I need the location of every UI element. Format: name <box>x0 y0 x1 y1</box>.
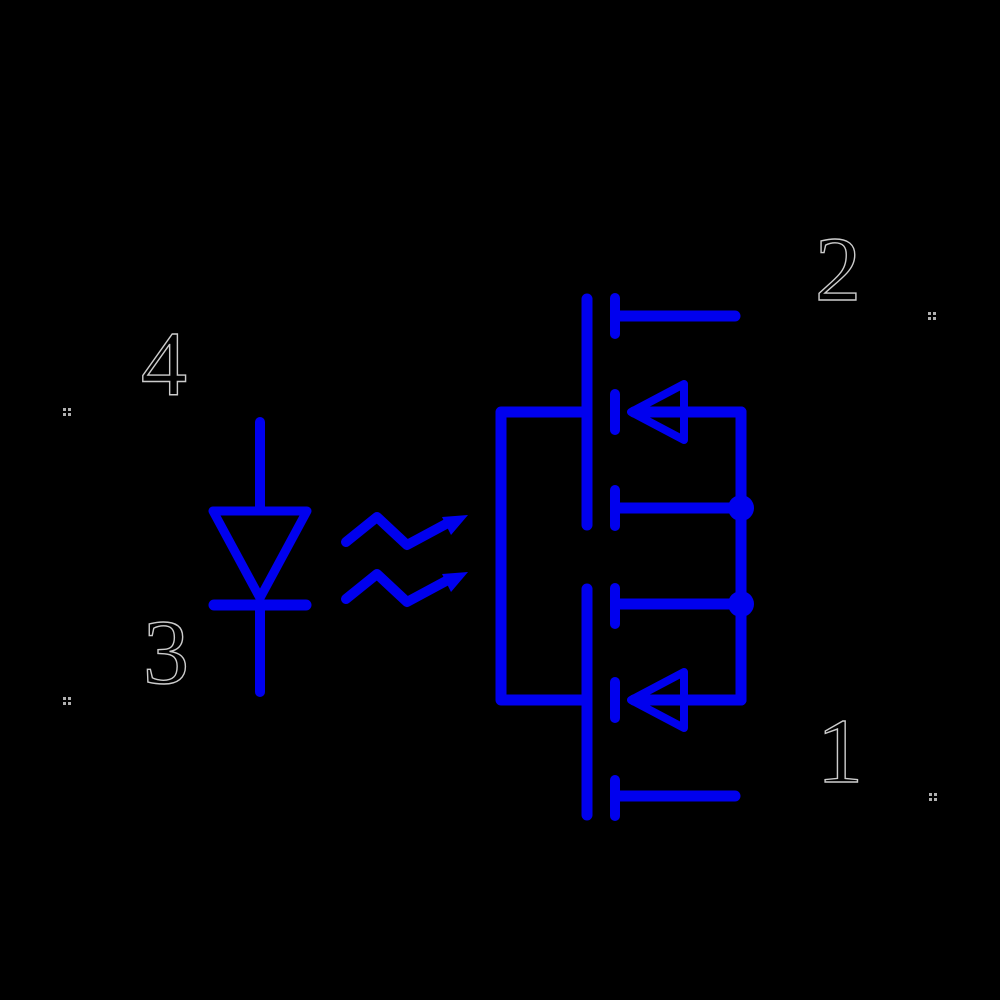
light-arrow-top-head <box>442 515 468 535</box>
common-source-bus <box>728 406 754 706</box>
fiducial-mark-left-top <box>63 408 71 416</box>
light-arrow-bottom-icon <box>341 569 468 607</box>
led-triangle-icon <box>208 506 312 603</box>
light-arrow-bottom-zigzag <box>341 569 451 607</box>
mosfet-top-body-arrow-icon <box>627 380 688 444</box>
fiducial-marks <box>63 312 937 801</box>
optical-coupling-arrows <box>341 512 468 607</box>
gate-coupling-bracket <box>495 406 589 706</box>
pin-labels: 4 3 2 1 <box>140 217 863 802</box>
mosfet-top <box>581 293 747 531</box>
pin-label-1: 1 <box>817 700 863 802</box>
junction-dot-top <box>728 495 754 521</box>
mosfet-bottom <box>581 583 747 821</box>
led-input-section <box>208 417 312 697</box>
pin-label-3: 3 <box>143 601 189 703</box>
fiducial-mark-right-bottom <box>929 793 937 801</box>
light-arrow-top-icon <box>341 512 468 550</box>
pin-label-4: 4 <box>141 313 187 415</box>
mosfet-bottom-body-arrow-icon <box>627 668 688 732</box>
pin-label-2: 2 <box>815 218 861 320</box>
light-arrow-top-zigzag <box>341 512 451 550</box>
fiducial-mark-right-top <box>928 312 936 320</box>
fiducial-mark-left-bottom <box>63 697 71 705</box>
light-arrow-bottom-head <box>442 572 468 592</box>
junction-dot-bottom <box>728 591 754 617</box>
